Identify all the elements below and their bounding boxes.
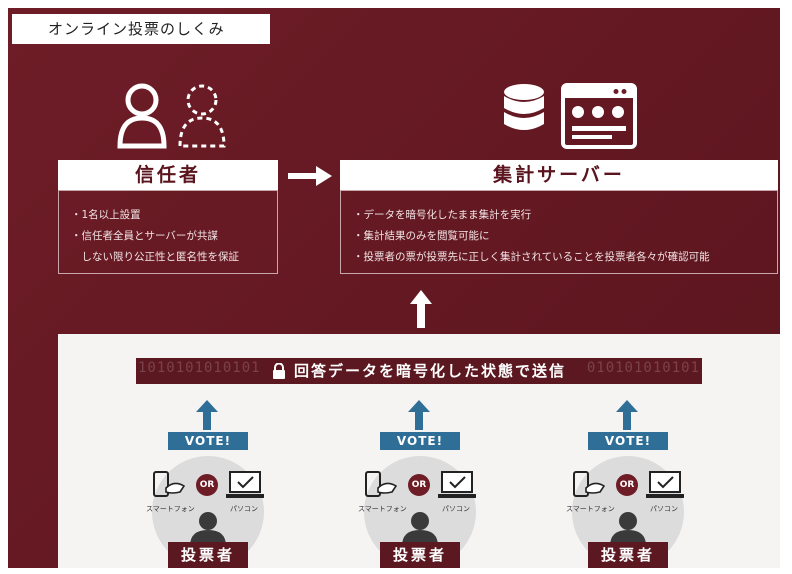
binary-pattern-right: 010101010101: [586, 360, 700, 376]
or-badge: OR: [616, 474, 638, 496]
server-bullet-2: ・集計結果のみを閲覧可能に: [353, 230, 490, 242]
person-icon: [190, 512, 226, 546]
lock-icon: [272, 363, 285, 379]
vote-up-arrow-icon: [616, 400, 638, 430]
server-header: 集計サーバー: [340, 160, 778, 190]
vote-up-arrow-icon: [196, 400, 218, 430]
trustee-header: 信任者: [58, 160, 278, 190]
vote-badge: VOTE!: [168, 432, 248, 450]
vote-up-arrow-icon: [408, 400, 430, 430]
smartphone-label: スマートフォン: [358, 505, 407, 513]
smartphone-icon: [365, 471, 398, 497]
banner-text: 回答データを暗号化した状態で送信: [293, 362, 566, 380]
computer-icon: [226, 471, 264, 498]
computer-label: パソコン: [650, 505, 678, 513]
trustee-users-icon: [117, 83, 226, 149]
database-icon: [504, 84, 544, 130]
page-title: オンライン投票のしくみ: [12, 14, 270, 44]
diagram-frame: オンライン投票のしくみ 信任者 ・1名以上設置 ・信任者全員とサーバーが共謀 し…: [8, 8, 780, 568]
voter-label: 投票者: [588, 542, 668, 568]
or-badge: OR: [408, 474, 430, 496]
trustee-bullet-3: しない限り公正性と匿名性を保証: [71, 251, 239, 263]
or-badge: OR: [196, 474, 218, 496]
right-arrow-icon: [288, 166, 332, 186]
smartphone-label: スマートフォン: [566, 505, 615, 513]
encryption-banner: 1010101010101 010101010101 回答データを暗号化した状態…: [136, 358, 702, 384]
vote-badge: VOTE!: [380, 432, 460, 450]
person-icon: [610, 512, 646, 546]
trustee-description: ・1名以上設置 ・信任者全員とサーバーが共謀 しない限り公正性と匿名性を保証: [58, 190, 278, 274]
computer-label: パソコン: [442, 505, 470, 513]
voter-1: VOTE! OR スマートフォン パソコン 投票者: [146, 394, 270, 568]
computer-icon: [438, 471, 476, 498]
smartphone-label: スマートフォン: [146, 505, 195, 513]
voter-label: 投票者: [380, 542, 460, 568]
voter-panel: 1010101010101 010101010101 回答データを暗号化した状態…: [58, 334, 780, 568]
voter-2: VOTE! OR スマートフォン パソコン 投票者: [358, 394, 482, 568]
server-description: ・データを暗号化したまま集計を実行 ・集計結果のみを閲覧可能に ・投票者の票が投…: [340, 190, 778, 274]
voter-label: 投票者: [168, 542, 248, 568]
computer-icon: [646, 471, 684, 498]
voter-3: VOTE! OR スマートフォン パソコン 投票者: [566, 394, 690, 568]
trustee-bullet-1: ・1名以上設置: [71, 209, 141, 221]
trustee-bullet-2: ・信任者全員とサーバーが共謀: [71, 230, 218, 242]
up-arrow-icon: [410, 290, 432, 328]
server-window-icon: [561, 83, 637, 149]
server-bullet-1: ・データを暗号化したまま集計を実行: [353, 209, 532, 221]
vote-badge: VOTE!: [588, 432, 668, 450]
binary-pattern-left: 1010101010101: [138, 360, 261, 376]
computer-label: パソコン: [230, 505, 258, 513]
person-icon: [402, 512, 438, 546]
smartphone-icon: [153, 471, 186, 497]
smartphone-icon: [573, 471, 606, 497]
server-bullet-3: ・投票者の票が投票先に正しく集計されていることを投票者各々が確認可能: [353, 251, 710, 263]
